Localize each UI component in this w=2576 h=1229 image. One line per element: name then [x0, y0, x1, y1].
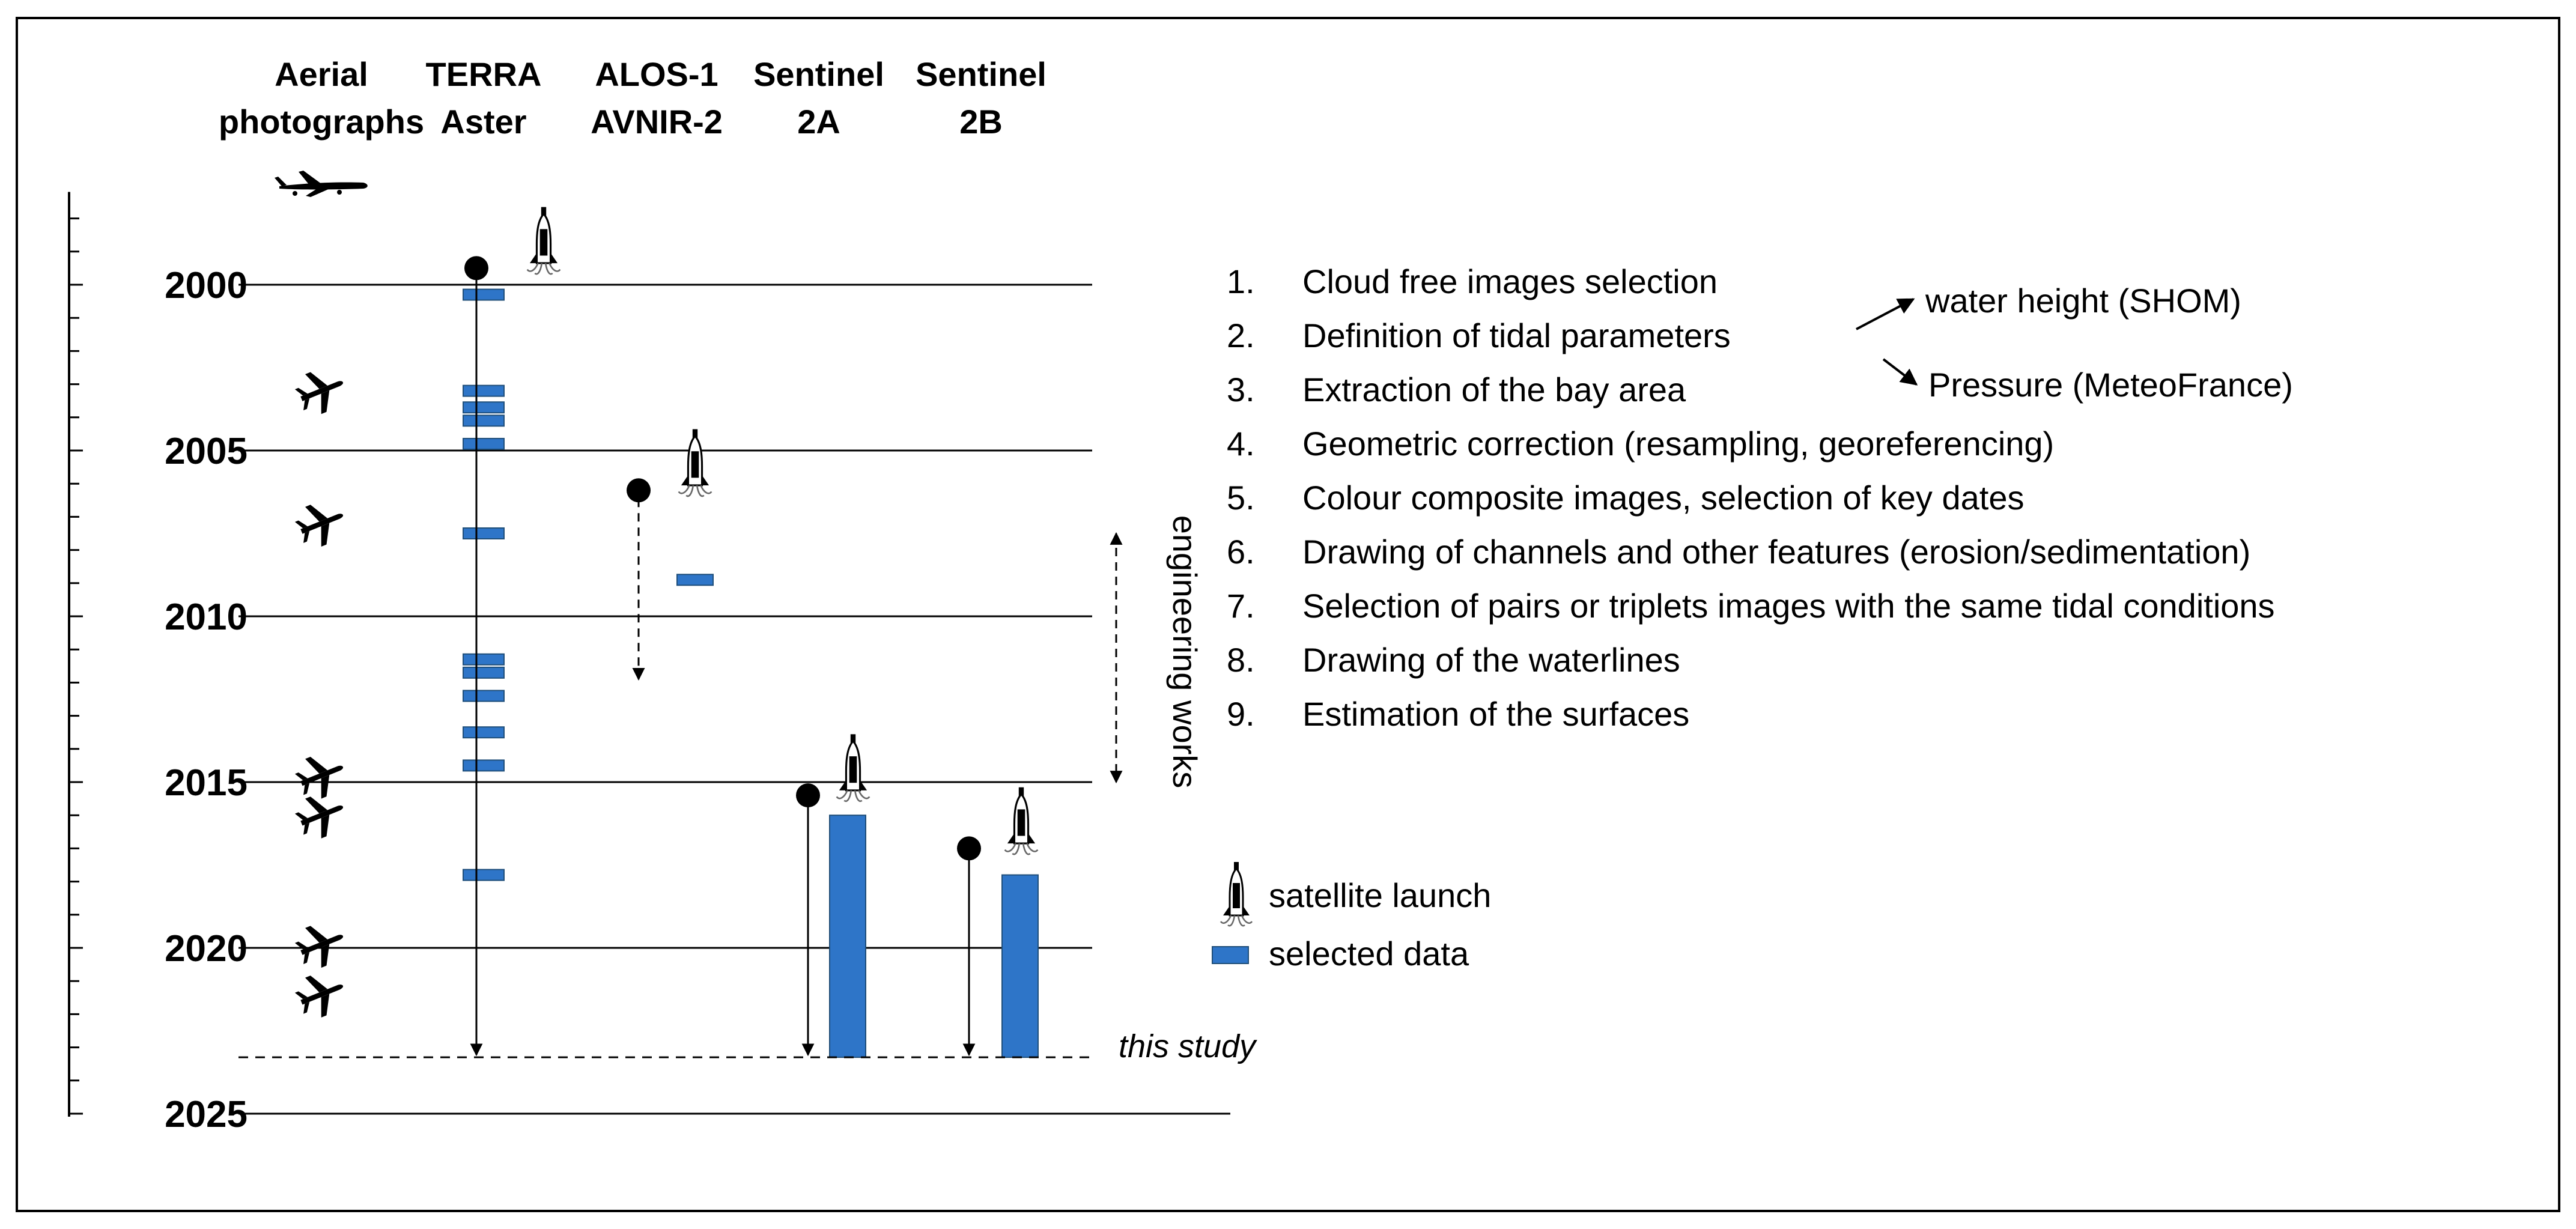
- step-7-text: Selection of pairs or triplets images wi…: [1302, 587, 2275, 625]
- step-6-text: Drawing of channels and other features (…: [1302, 533, 2250, 571]
- processing-steps: 1. Cloud free images selection 2. Defini…: [1227, 262, 2275, 733]
- year-label-2020: 2020: [165, 928, 248, 970]
- figure-frame: [16, 17, 2560, 1212]
- time-axis: [68, 192, 83, 1117]
- rocket-icon: [836, 733, 870, 803]
- terra-selected-data-bar: [463, 288, 505, 301]
- airplane-icon: [291, 362, 351, 420]
- header-sentinel2b-line1: Sentinel: [916, 55, 1046, 93]
- step-9-text: Estimation of the surfaces: [1302, 695, 1689, 733]
- launch-dot: [627, 478, 651, 503]
- year-label-2005: 2005: [165, 431, 248, 472]
- legend-data-label: selected data: [1269, 935, 1469, 973]
- header-aerial-line2: photographs: [219, 103, 424, 141]
- step-8-text: Drawing of the waterlines: [1302, 641, 1680, 679]
- terra-selected-data-bar: [463, 690, 505, 702]
- tidal-source-pressure: Pressure (MeteoFrance): [1928, 366, 2293, 404]
- step-4-number: 4.: [1227, 425, 1255, 463]
- step-9-number: 9.: [1227, 695, 1255, 733]
- airplane-icon: [291, 494, 351, 553]
- year-label-2015: 2015: [165, 762, 248, 804]
- header-alos-line2: AVNIR-2: [591, 103, 723, 141]
- step-3-number: 3.: [1227, 371, 1255, 408]
- legend: satellite launch selected data: [1212, 861, 1491, 973]
- terra-selected-data-bar: [463, 726, 505, 739]
- rocket-icon: [678, 428, 712, 497]
- year-gridlines: [238, 284, 1230, 1115]
- column-headers: Aerial photographs TERRA Aster ALOS-1 AV…: [219, 55, 1046, 141]
- launch-dot: [796, 783, 820, 808]
- step-8-number: 8.: [1227, 641, 1255, 679]
- header-sentinel2a-line1: Sentinel: [753, 55, 884, 93]
- sentinel-2a-data-bar: [829, 815, 866, 1058]
- arrow-to-pressure: [1882, 358, 1918, 386]
- airplane-icon: [291, 965, 351, 1024]
- terra-selected-data-bar: [463, 869, 505, 881]
- year-label-2025: 2025: [165, 1094, 248, 1135]
- terra-selected-data-bar: [463, 666, 505, 679]
- this-study-label: this study: [1119, 1028, 1257, 1064]
- step-4-text: Geometric correction (resampling, georef…: [1302, 425, 2054, 463]
- airplane-icon: [291, 915, 351, 974]
- step-5-number: 5.: [1227, 479, 1255, 517]
- step-5-text: Colour composite images, selection of ke…: [1302, 479, 2024, 517]
- header-aerial-line1: Aerial: [275, 55, 368, 93]
- rocket-icon: [1004, 786, 1039, 855]
- legend-rocket-icon: [1220, 861, 1253, 927]
- terra-selected-data-bar: [463, 384, 505, 397]
- terra-selected-data-bar: [463, 437, 505, 450]
- terra-selected-data-bar: [463, 759, 505, 772]
- alos-selected-data-bar: [676, 574, 714, 586]
- engineering-works-label: engineering works: [1166, 515, 1204, 788]
- terra-selected-data-bar: [463, 401, 505, 414]
- timeline-marks: [238, 206, 1123, 1058]
- step-2-text: Definition of tidal parameters: [1302, 317, 1731, 354]
- step-2-number: 2.: [1227, 317, 1255, 354]
- tidal-source-water-height: water height (SHOM): [1925, 282, 2241, 320]
- step-6-number: 6.: [1227, 533, 1255, 571]
- terra-selected-data-bar: [463, 414, 505, 427]
- arrow-to-water-height: [1856, 298, 1915, 330]
- header-terra-line1: TERRA: [426, 55, 542, 93]
- step-1-number: 1.: [1227, 262, 1255, 300]
- terra-selected-data-bar: [463, 653, 505, 666]
- year-label-2000: 2000: [165, 265, 248, 306]
- aircraft-icon: [275, 171, 368, 197]
- launch-dot: [957, 836, 981, 861]
- header-terra-line2: Aster: [440, 103, 526, 141]
- year-label-2010: 2010: [165, 596, 248, 638]
- header-sentinel2a-line2: 2A: [797, 103, 840, 141]
- step-7-number: 7.: [1227, 587, 1255, 625]
- year-labels: 2000 2005 2010 2015 2020 2025: [165, 265, 248, 1135]
- legend-launch-label: satellite launch: [1269, 876, 1491, 914]
- terra-selected-data-bar: [463, 527, 505, 539]
- airplane-icon: [291, 786, 351, 845]
- step-3-text: Extraction of the bay area: [1302, 371, 1686, 408]
- header-sentinel2b-line2: 2B: [959, 103, 1003, 141]
- launch-dot: [464, 256, 488, 281]
- header-alos-line1: ALOS-1: [595, 55, 718, 93]
- legend-data-swatch: [1212, 946, 1249, 964]
- sentinel-2b-data-bar: [1001, 874, 1039, 1058]
- airplane-icon: [291, 747, 351, 805]
- step-1-text: Cloud free images selection: [1302, 262, 1718, 300]
- rocket-icon: [526, 206, 561, 275]
